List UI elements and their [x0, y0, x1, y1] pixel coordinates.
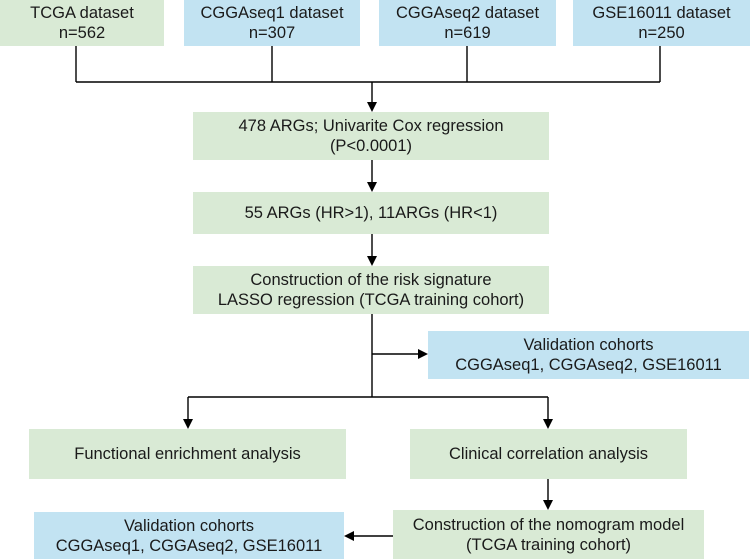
validation-cohorts-left: Validation cohorts CGGAseq1, CGGAseq2, G…	[34, 512, 344, 559]
dataset-name: GSE16011 dataset	[592, 4, 731, 22]
step-text: 478 ARGs; Univarite Cox regression	[238, 117, 504, 135]
step-text: Clinical correlation analysis	[449, 445, 648, 463]
dataset-name: CGGAseq1 dataset	[200, 4, 344, 22]
dataset-count: n=307	[248, 24, 296, 42]
step-functional-enrichment: Functional enrichment analysis	[29, 429, 346, 479]
dataset-box-cggaseq2: CGGAseq2 dataset n=619	[379, 0, 556, 46]
dataset-box-cggaseq1: CGGAseq1 dataset n=307	[184, 0, 360, 46]
dataset-count: n=619	[444, 24, 491, 42]
step-clinical-correlation: Clinical correlation analysis	[410, 429, 687, 479]
step-text: Functional enrichment analysis	[74, 445, 301, 463]
dataset-count: n=250	[638, 24, 685, 42]
dataset-name: CGGAseq2 dataset	[395, 4, 540, 22]
dataset-box-tcga: TCGA dataset n=562	[0, 0, 164, 46]
step-risk-signature: Construction of the risk signature LASSO…	[193, 266, 549, 314]
step-text: (TCGA training cohort)	[465, 535, 632, 554]
step-text: CGGAseq1, CGGAseq2, GSE16011	[455, 356, 722, 374]
dataset-count: n=562	[58, 24, 106, 42]
step-text: CGGAseq1, CGGAseq2, GSE16011	[55, 536, 323, 555]
step-text: LASSO regression (TCGA training cohort)	[217, 291, 525, 309]
step-text: Validation cohorts	[523, 336, 654, 354]
dataset-box-gse16011: GSE16011 dataset n=250	[573, 0, 750, 46]
validation-cohorts-right: Validation cohorts CGGAseq1, CGGAseq2, G…	[428, 331, 749, 379]
step-text: 55 ARGs (HR>1), 11ARGs (HR<1)	[244, 204, 498, 222]
step-nomogram-model: Construction of the nomogram model (TCGA…	[393, 510, 704, 559]
step-text: Construction of the risk signature	[250, 271, 492, 289]
step-hr-split: 55 ARGs (HR>1), 11ARGs (HR<1)	[193, 192, 549, 234]
dataset-name: TCGA dataset	[30, 4, 134, 22]
step-univariate-cox: 478 ARGs; Univarite Cox regression (P<0.…	[193, 112, 549, 160]
step-text: (P<0.0001)	[329, 137, 413, 155]
step-text: Construction of the nomogram model	[412, 515, 685, 534]
step-text: Validation cohorts	[124, 516, 254, 535]
